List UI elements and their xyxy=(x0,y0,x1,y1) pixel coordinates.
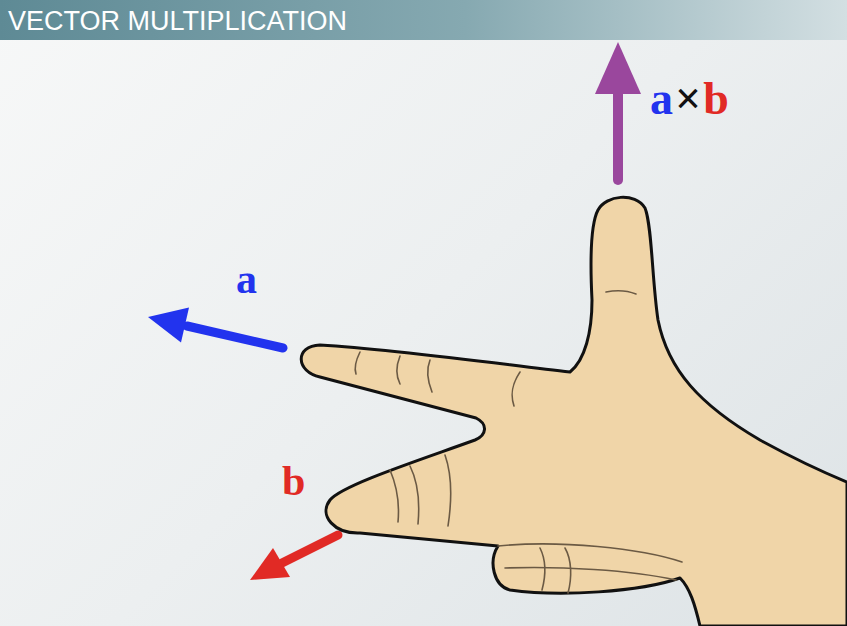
vector-label: b xyxy=(282,460,305,502)
right-hand xyxy=(301,197,847,626)
cross-product-arrow xyxy=(595,42,641,180)
title-banner xyxy=(0,0,847,40)
vector-b-arrow xyxy=(250,535,338,580)
cross-product-label: b xyxy=(703,76,729,122)
cross-product-label: a xyxy=(650,76,673,122)
vector-a-arrow xyxy=(148,308,283,348)
vector-label: a xyxy=(236,258,257,300)
page-title: VECTOR MULTIPLICATION xyxy=(8,4,347,38)
cross-product-label: × xyxy=(675,76,701,122)
